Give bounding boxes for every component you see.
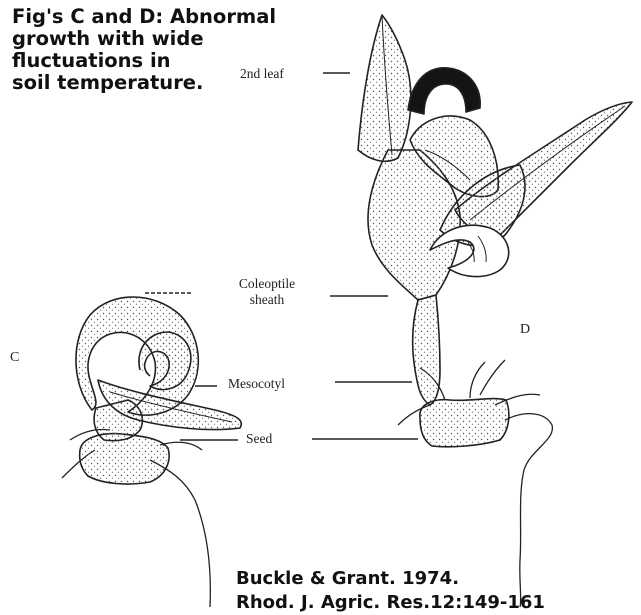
title-line: Fig's C and D: Abnormal [12,6,312,28]
label-coleoptile-line1: Coleoptile [212,276,322,292]
label-coleoptile-sheath: Coleoptile sheath [212,276,322,308]
citation-line2: Rhod. J. Agric. Res.12:149-161 [236,591,641,615]
label-seed: Seed [246,431,272,447]
seed-c [80,434,169,484]
seed-d [420,399,509,447]
label-second-leaf: 2nd leaf [240,66,284,82]
second-leaf-d [408,68,480,114]
mesocotyl-d [413,295,440,405]
title-line: growth with wide [12,28,312,50]
label-coleoptile-line2: sheath [212,292,322,308]
panel-label-c: C [10,350,19,366]
seedling-c [62,297,241,607]
seedling-d [358,15,632,607]
leaf-left-d [358,15,411,161]
citation-line1: Buckle & Grant. 1974. [236,567,641,591]
citation: Buckle & Grant. 1974. Rhod. J. Agric. Re… [236,567,641,615]
panel-label-d: D [520,322,530,338]
label-mesocotyl: Mesocotyl [228,376,285,392]
